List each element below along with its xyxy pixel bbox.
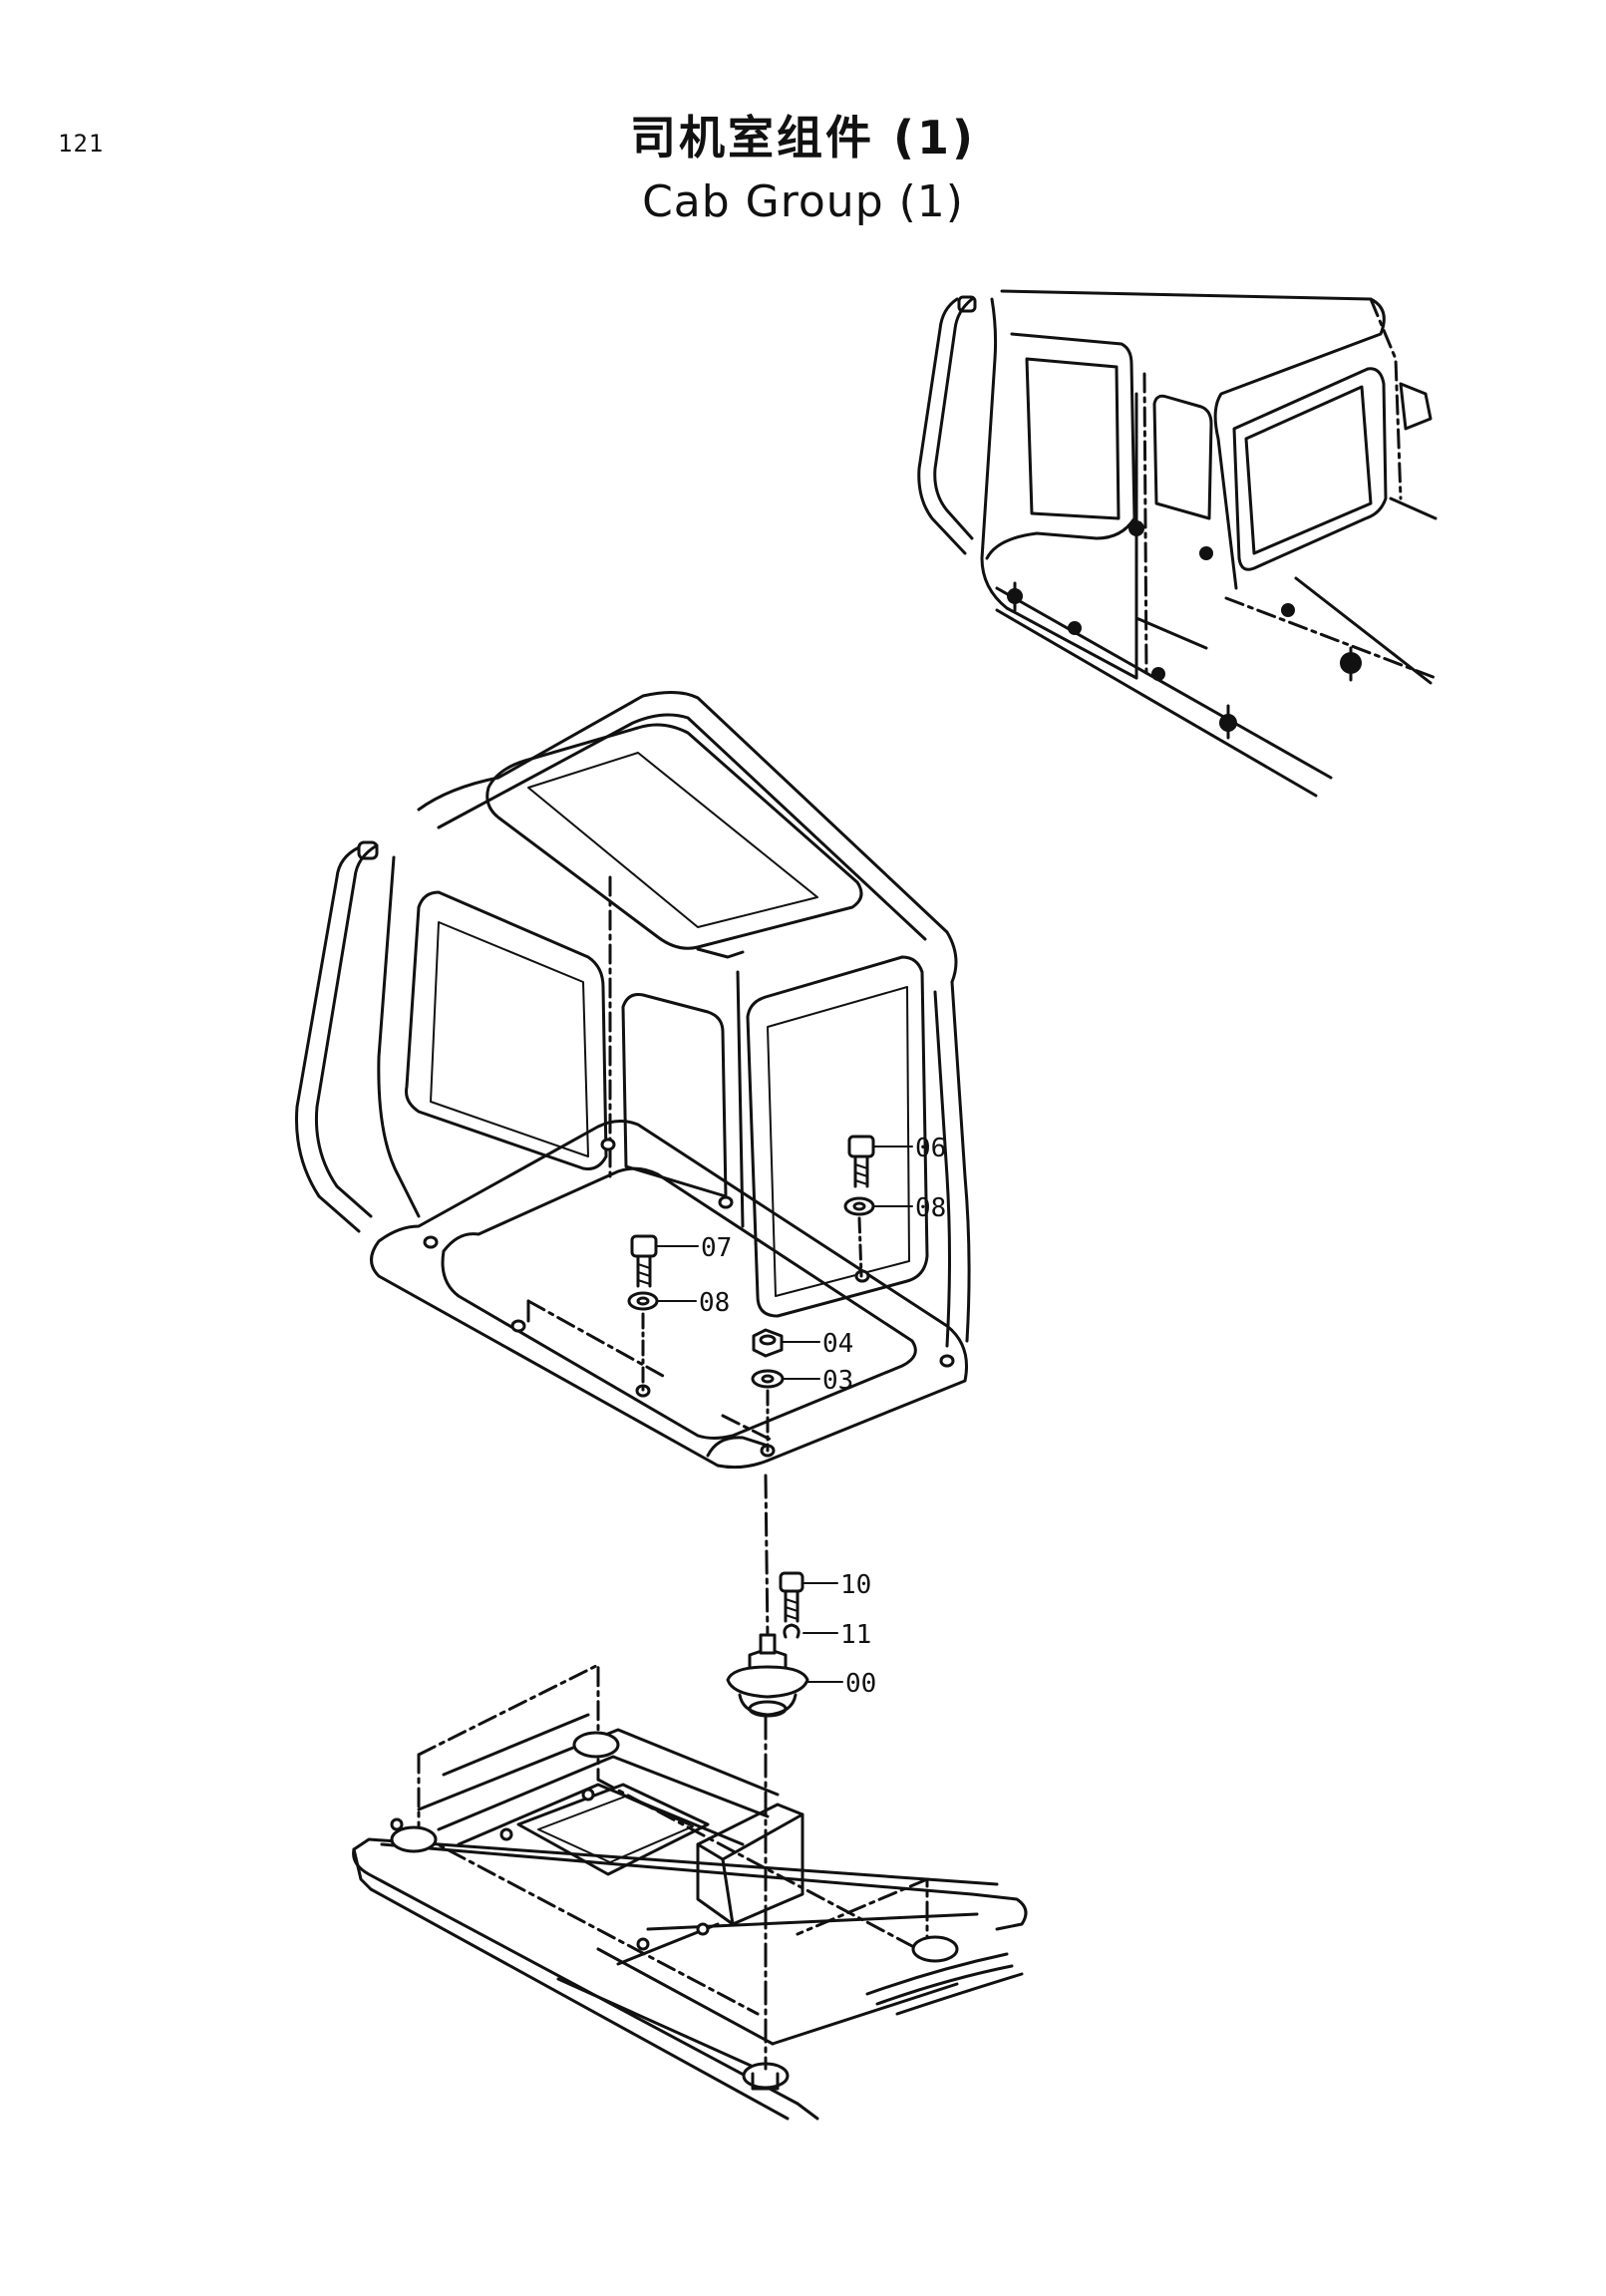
page-title-english: Cab Group (1)	[642, 176, 964, 227]
title-block: 司机室组件 (1) Cab Group (1)	[0, 108, 1606, 233]
callout-08-lower: 08	[699, 1288, 730, 1318]
callout-07: 07	[701, 1233, 732, 1263]
fasteners	[627, 1135, 913, 1718]
cab-body	[295, 691, 971, 1470]
callout-10: 10	[840, 1570, 871, 1600]
callout-03: 03	[822, 1366, 853, 1396]
page-title-chinese: 司机室组件 (1)	[629, 111, 977, 164]
callout-06: 06	[915, 1134, 946, 1163]
inset-cab-view	[917, 289, 1438, 798]
callout-08-upper: 08	[915, 1193, 946, 1223]
page-number: 121	[58, 130, 105, 158]
base-frame	[352, 1663, 1028, 2121]
callout-04: 04	[822, 1329, 853, 1359]
callout-labels: 06 08 07 08 04 03 10 11 00	[699, 1134, 946, 1699]
callout-00: 00	[845, 1669, 876, 1699]
callout-11: 11	[840, 1620, 871, 1650]
